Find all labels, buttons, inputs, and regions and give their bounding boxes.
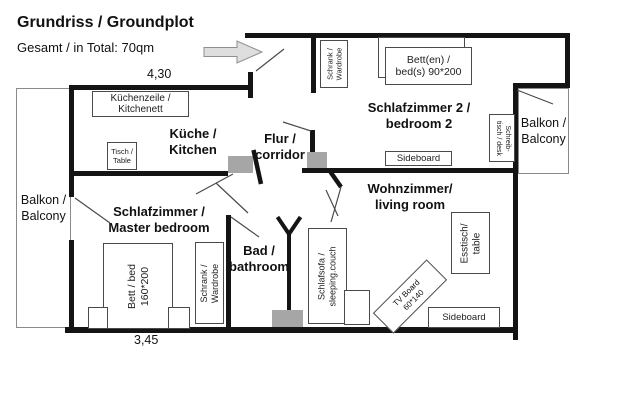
bedroom2-beds-box: Bett(en) / bed(s) 90*200 xyxy=(385,47,472,85)
page-title: Grundriss / Groundplot xyxy=(17,14,194,31)
living-sideboard-box: Sideboard xyxy=(428,307,500,328)
door-leaf-living-room xyxy=(328,170,343,189)
room-label-kitchen: Küche / Kitchen xyxy=(169,126,217,157)
wall-bathroom-west xyxy=(226,215,231,329)
hall-wardrobe-box: Schrank / Wardrobe xyxy=(320,40,348,88)
dimension-bottom: 3,45 xyxy=(134,333,159,347)
door-threshold-master-bedroom xyxy=(228,156,253,173)
wall-kitchen-bottom xyxy=(69,171,228,176)
wall-corridor-east-lower xyxy=(310,130,315,154)
wall-outer-left-lower xyxy=(69,240,74,332)
door-swing-bathroom-east xyxy=(325,189,339,217)
balcony-left: Balkon / Balcony xyxy=(16,88,71,328)
wall-corridor-east-upper xyxy=(311,38,316,93)
wall-right-jog xyxy=(513,83,570,88)
balcony-right-label: Balkon / Balcony xyxy=(520,116,567,146)
wall-livingroom-top xyxy=(302,168,516,173)
balcony-left-label: Balkon / Balcony xyxy=(20,193,67,223)
door-swing-master-a xyxy=(195,173,234,195)
room-label-bathroom: Bad / bathroom xyxy=(229,243,289,274)
door-swing-bedroom2 xyxy=(282,121,312,132)
dimension-top: 4,30 xyxy=(147,67,172,81)
room-label-corridor: Flur / corridor xyxy=(255,131,305,162)
kitchen-table-box: Tisch / Table xyxy=(107,142,137,170)
wall-outer-left-upper xyxy=(69,85,74,197)
master-bed-nightstand-left xyxy=(88,307,108,329)
door-swing-living-room xyxy=(330,186,342,223)
desk-box: Schreib- tisch / desk xyxy=(489,114,515,162)
wall-kitchen-top xyxy=(69,85,248,90)
wall-outer-top xyxy=(245,33,570,38)
bedroom2-sideboard-box: Sideboard xyxy=(385,151,452,166)
door-threshold-bathroom xyxy=(272,310,303,327)
room-label-living-room: Wohnzimmer/ living room xyxy=(367,181,453,212)
wall-outer-bottom xyxy=(65,327,518,333)
master-bed-box: Bett / bed 160*200 xyxy=(103,243,173,329)
room-label-bedroom2: Schlafzimmer 2 / bedroom 2 xyxy=(367,100,471,131)
door-swing-master-b xyxy=(215,182,249,214)
balcony-right: Balkon / Balcony xyxy=(518,88,569,174)
dining-table-box: Esstisch/ table xyxy=(451,212,490,274)
wall-bathroom-east xyxy=(287,231,291,312)
door-threshold-living-room xyxy=(307,152,327,168)
wall-outer-right-main xyxy=(513,83,518,340)
page-subtitle: Gesamt / in Total: 70qm xyxy=(17,40,155,55)
sleeping-couch-extension xyxy=(344,290,370,325)
kitchenette-box: Küchenzeile / Kitchenett xyxy=(92,91,189,117)
master-wardrobe-box: Schrank / Wardrobe xyxy=(195,242,224,324)
door-swing-balcony-left xyxy=(74,197,111,224)
room-label-master-bedroom: Schlafzimmer / Master bedroom xyxy=(108,204,210,235)
wall-outer-right-upper xyxy=(565,33,570,88)
sleeping-couch-box: Schlafsofa / sleeping.couch xyxy=(308,228,347,324)
door-swing-bathroom xyxy=(230,216,260,238)
wall-entrance-jamb xyxy=(248,72,253,98)
entrance-arrow-icon xyxy=(203,40,264,64)
door-swing-entrance xyxy=(255,48,285,72)
master-bed-nightstand-right xyxy=(168,307,190,329)
